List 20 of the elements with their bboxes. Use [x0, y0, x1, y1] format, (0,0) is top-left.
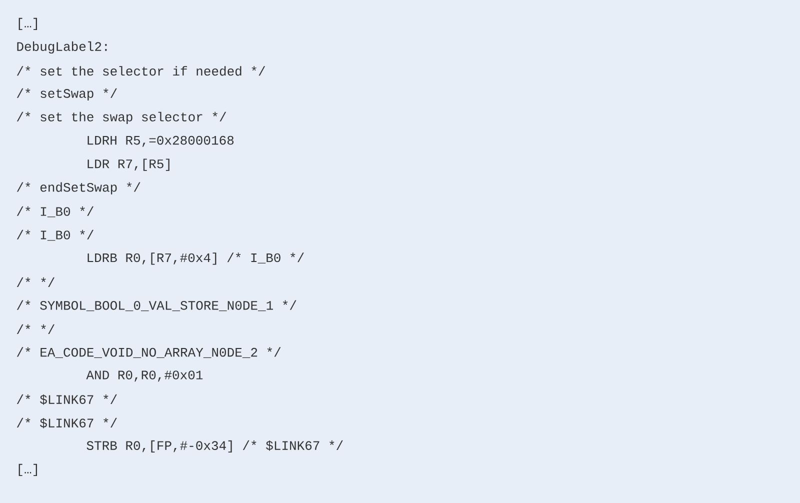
- code-line: /* set the swap selector */: [16, 112, 226, 124]
- code-line: /* */: [16, 324, 54, 334]
- code-line: /* SYMBOL_BOOL_0_VAL_STORE_N0DE_1 */: [16, 300, 296, 312]
- code-line: /* */: [16, 277, 54, 287]
- code-line: /* endSetSwap */: [16, 182, 140, 194]
- code-line: /* $LINK67 */: [16, 394, 117, 405]
- code-line: LDR R7,[R5]: [88, 158, 170, 171]
- code-line: LDRH R5,=0x28000168: [88, 136, 234, 147]
- code-line: /* I_B0 */: [16, 206, 94, 218]
- code-line: /* I_B0 */: [16, 230, 94, 241]
- code-line: DebugLabel2:: [17, 41, 107, 54]
- code-line: […]: [18, 464, 37, 476]
- code-line: STRB R0,[FP,#-0x34] /* $LINK67 */: [86, 440, 343, 453]
- code-line: AND R0,R0,#0x01: [86, 370, 203, 382]
- code-line: […]: [18, 18, 37, 30]
- code-line: /* setSwap */: [16, 88, 117, 100]
- code-line: /* $LINK67 */: [16, 418, 117, 428]
- code-line: LDRB R0,[R7,#0x4] /* I_B0 */: [88, 252, 304, 265]
- code-line: /* set the selector if needed */: [16, 66, 266, 76]
- code-line: /* EA_CODE_VOID_NO_ARRAY_N0DE_2 */: [16, 347, 281, 358]
